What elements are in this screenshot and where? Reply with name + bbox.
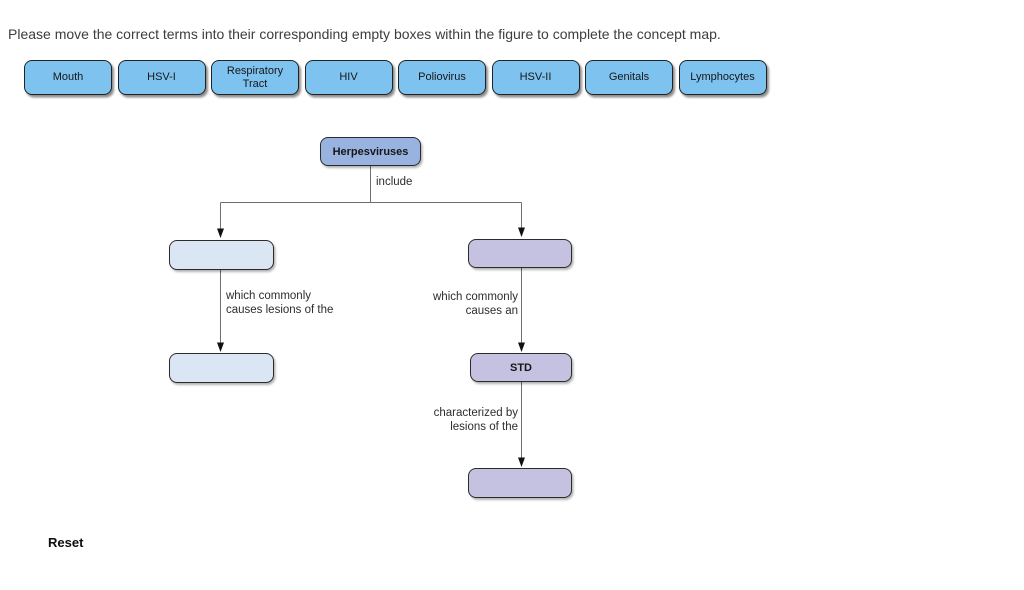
- term-chip-mouth[interactable]: Mouth: [24, 60, 112, 95]
- node-herpesviruses: Herpesviruses: [320, 137, 421, 166]
- term-chip-poliovirus[interactable]: Poliovirus: [398, 60, 486, 95]
- term-chip-genitals[interactable]: Genitals: [585, 60, 673, 95]
- edge-label-left-causes: which commonly causes lesions of the: [226, 290, 334, 317]
- edge-label-include: include: [376, 176, 413, 188]
- drop-target-right-branch-bottom[interactable]: [468, 468, 572, 498]
- edge-label-right-causes: which commonly causes an: [433, 291, 518, 318]
- instruction-text: Please move the correct terms into their…: [8, 26, 721, 42]
- edge-label-characterized: characterized by lesions of the: [433, 407, 518, 434]
- term-bank: Mouth HSV-I Respiratory Tract HIV Poliov…: [24, 60, 767, 95]
- term-chip-hsv-i[interactable]: HSV-I: [117, 60, 206, 95]
- term-chip-respiratory-tract[interactable]: Respiratory Tract: [211, 60, 299, 95]
- drop-target-left-branch-top[interactable]: [169, 240, 274, 270]
- drop-target-left-branch-bottom[interactable]: [169, 353, 274, 383]
- term-chip-hiv[interactable]: HIV: [304, 60, 393, 95]
- drop-target-right-branch-top[interactable]: [468, 239, 572, 268]
- node-std: STD: [470, 353, 572, 382]
- term-chip-hsv-ii[interactable]: HSV-II: [491, 60, 580, 95]
- reset-button[interactable]: Reset: [48, 535, 84, 550]
- term-chip-lymphocytes[interactable]: Lymphocytes: [678, 60, 767, 95]
